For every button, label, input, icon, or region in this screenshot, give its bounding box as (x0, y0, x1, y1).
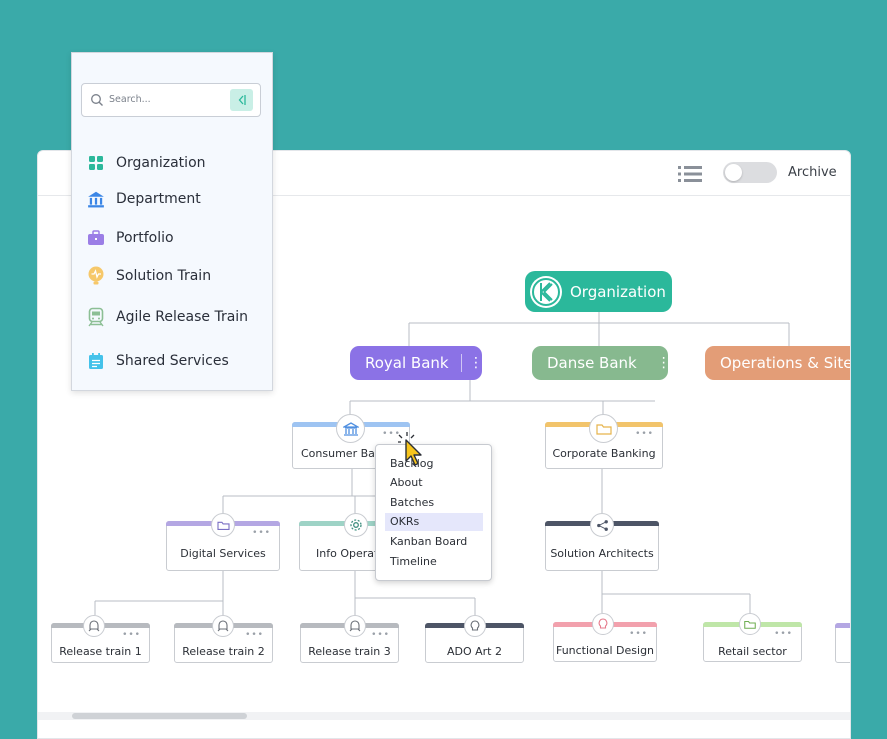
card-label: Release train 2 (175, 645, 272, 658)
more-icon[interactable]: ••• (371, 630, 390, 640)
card-label: Functional Design (554, 644, 656, 657)
gear-icon (349, 518, 363, 532)
sidebar-item-label: Agile Release Train (116, 309, 248, 325)
search-icon (90, 93, 104, 107)
lightbulb-icon (469, 620, 481, 632)
card-label: Consumer Banking (301, 447, 377, 460)
organization-node-label: Organization (570, 283, 666, 301)
search-box[interactable]: Search... (81, 83, 261, 117)
release-train-3-badge (344, 615, 366, 637)
sidebar-item-label: Organization (116, 155, 206, 171)
search-input[interactable]: Search... (109, 94, 151, 105)
sidebar-item-label: Portfolio (116, 230, 174, 246)
train-icon (217, 620, 229, 632)
collapse-sidebar-button[interactable] (230, 89, 253, 111)
context-menu: Backlog About Batches OKRs Kanban Board … (375, 444, 492, 581)
partial-card[interactable] (835, 623, 851, 663)
more-icon[interactable]: ••• (629, 629, 648, 639)
card-label: Solution Architects (546, 547, 658, 560)
shared-services-calendar-icon (87, 352, 105, 370)
danse-bank-label: Danse Bank (547, 354, 637, 372)
folder-icon (744, 619, 756, 630)
more-icon[interactable]: ••• (252, 528, 271, 538)
portfolio-badge (589, 414, 618, 443)
department-bank-icon (87, 190, 105, 208)
solution-train-bulb-icon (87, 267, 105, 285)
more-icon[interactable]: ••• (774, 629, 793, 639)
sidebar-item-label: Department (116, 191, 201, 207)
portfolio-briefcase-icon (87, 229, 105, 247)
card-accent (835, 623, 851, 628)
sidebar-item-label: Solution Train (116, 268, 211, 284)
royal-bank-label: Royal Bank (365, 354, 449, 372)
menu-item-batches[interactable]: Batches (385, 494, 483, 512)
train-icon (349, 620, 361, 632)
royal-bank-node[interactable]: Royal Bank ⋮ (350, 346, 482, 380)
department-badge (336, 414, 365, 443)
sidebar-item-shared-services[interactable]: Shared Services (87, 349, 229, 373)
operations-site-node[interactable]: Operations & Site (705, 346, 851, 380)
sidebar-item-organization[interactable]: Organization (87, 151, 206, 175)
more-icon[interactable]: ••• (635, 429, 654, 439)
menu-item-okrs[interactable]: OKRs (385, 513, 483, 531)
card-label: Retail sector (704, 645, 801, 658)
card-label: Digital Services (167, 547, 279, 560)
retail-sector-badge (739, 613, 761, 635)
hierarchy-sidebar: Search... Organization Department Portfo… (71, 52, 273, 391)
more-icon[interactable]: ••• (122, 630, 141, 640)
menu-item-timeline[interactable]: Timeline (385, 553, 483, 571)
org-logo-icon (529, 275, 563, 309)
lightbulb-icon (597, 618, 609, 630)
share-icon (596, 519, 609, 532)
sidebar-item-agile-release-train[interactable]: Agile Release Train (87, 305, 248, 329)
danse-bank-node[interactable]: Danse Bank ⋮ (532, 346, 668, 380)
digital-services-badge (211, 513, 235, 537)
collapse-icon (230, 89, 253, 111)
sidebar-item-label: Shared Services (116, 353, 229, 369)
menu-item-kanban-board[interactable]: Kanban Board (385, 533, 483, 551)
info-operations-badge (344, 513, 368, 537)
card-label: ADO Art 2 (426, 645, 523, 658)
organization-node[interactable]: Organization (525, 271, 672, 312)
card-label: Release train 1 (52, 645, 149, 658)
organization-grid-icon (87, 154, 105, 172)
train-icon (88, 620, 100, 632)
menu-item-about[interactable]: About (385, 474, 483, 492)
folder-icon (217, 520, 230, 531)
card-label: Info Operations (316, 547, 376, 560)
bank-icon (343, 421, 359, 437)
more-vertical-icon[interactable]: ⋮ (657, 356, 670, 370)
agile-release-train-icon (87, 308, 105, 326)
release-train-2-badge (212, 615, 234, 637)
pointer-cursor-icon (398, 432, 426, 468)
card-label: Corporate Banking (546, 447, 662, 460)
sidebar-item-solution-train[interactable]: Solution Train (87, 264, 211, 288)
scrollbar-thumb[interactable] (72, 713, 247, 719)
more-vertical-icon[interactable]: ⋮ (469, 356, 482, 370)
functional-design-badge (592, 613, 614, 635)
sidebar-item-portfolio[interactable]: Portfolio (87, 226, 174, 250)
operations-site-label: Operations & Site (720, 354, 851, 372)
card-label: Release train 3 (301, 645, 398, 658)
release-train-1-badge (83, 615, 105, 637)
ado-art-2-badge (464, 615, 486, 637)
folder-icon (596, 422, 612, 436)
solution-architects-badge (590, 513, 614, 537)
horizontal-scrollbar[interactable] (38, 712, 850, 720)
more-icon[interactable]: ••• (245, 630, 264, 640)
sidebar-item-department[interactable]: Department (87, 187, 201, 211)
